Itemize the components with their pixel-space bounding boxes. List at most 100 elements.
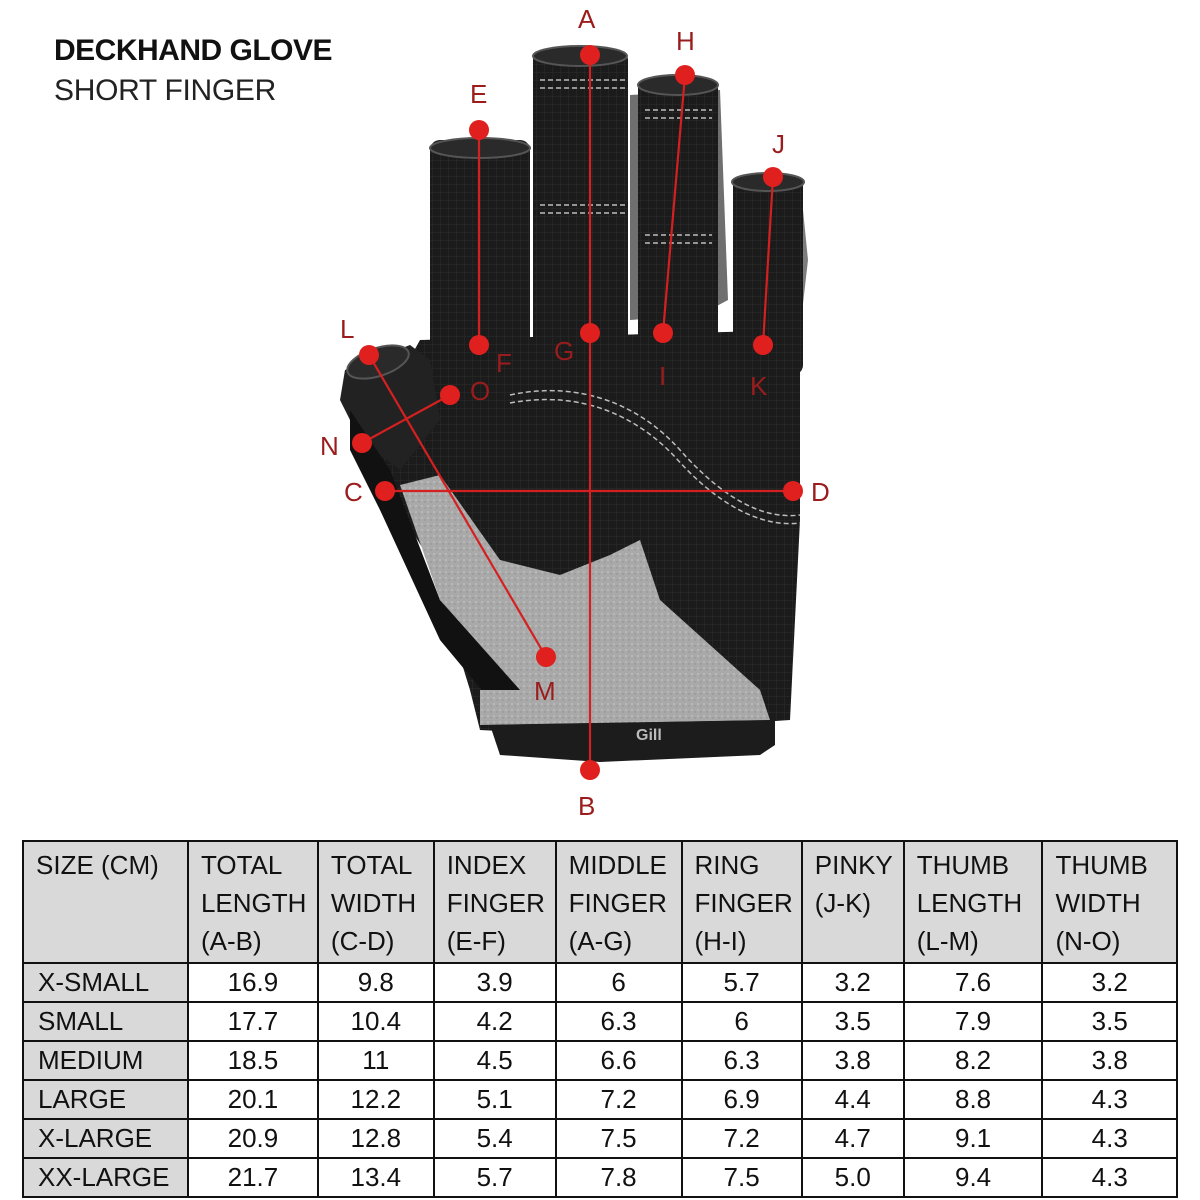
table-cell: 3.5 bbox=[1041, 1001, 1178, 1042]
marker-k bbox=[753, 335, 773, 355]
table-cell: 7.5 bbox=[554, 1118, 683, 1159]
table-cell: 4.2 bbox=[432, 1001, 557, 1042]
table-cell: 9.8 bbox=[316, 962, 435, 1003]
marker-m bbox=[536, 647, 556, 667]
table-cell: 7.9 bbox=[902, 1001, 1044, 1042]
table-cell: 7.5 bbox=[680, 1157, 803, 1198]
table-cell: 16.9 bbox=[186, 962, 319, 1003]
ring-finger bbox=[638, 78, 718, 378]
table-cell: 6 bbox=[554, 962, 683, 1003]
glove-illustration: Gill bbox=[340, 45, 808, 762]
table-row: LARGE 20.1 12.2 5.1 7.2 6.9 4.4 8.8 4.3 bbox=[22, 1079, 1178, 1120]
size-cell: LARGE bbox=[22, 1079, 189, 1120]
table-cell: 7.2 bbox=[680, 1118, 803, 1159]
table-cell: 3.8 bbox=[1041, 1040, 1178, 1081]
size-cell: XX-LARGE bbox=[22, 1157, 189, 1198]
table-cell: 5.7 bbox=[432, 1157, 557, 1198]
table-cell: 6.9 bbox=[680, 1079, 803, 1120]
label-o: O bbox=[470, 376, 490, 406]
marker-a bbox=[580, 45, 600, 65]
table-cell: 12.8 bbox=[316, 1118, 435, 1159]
table-row: MEDIUM 18.5 11 4.5 6.6 6.3 3.8 8.2 3.8 bbox=[22, 1040, 1178, 1081]
table-cell: 4.5 bbox=[432, 1040, 557, 1081]
middle-finger bbox=[533, 50, 628, 370]
marker-b bbox=[580, 760, 600, 780]
brand-logo: Gill bbox=[636, 727, 662, 744]
measurement-markers bbox=[352, 45, 803, 780]
marker-l bbox=[359, 345, 379, 365]
table-row: SMALL 17.7 10.4 4.2 6.3 6 3.5 7.9 3.5 bbox=[22, 1001, 1178, 1042]
label-c: C bbox=[344, 477, 363, 507]
table-cell: 4.3 bbox=[1041, 1157, 1178, 1198]
table-cell: 12.2 bbox=[316, 1079, 435, 1120]
marker-h bbox=[675, 65, 695, 85]
table-cell: 3.8 bbox=[800, 1040, 905, 1081]
glove-diagram: Gill A B C D bbox=[320, 4, 830, 821]
label-n: N bbox=[320, 431, 339, 461]
table-cell: 5.1 bbox=[432, 1079, 557, 1120]
table-cell: 17.7 bbox=[186, 1001, 319, 1042]
marker-e bbox=[469, 120, 489, 140]
marker-f bbox=[469, 335, 489, 355]
label-b: B bbox=[578, 791, 595, 821]
marker-c bbox=[375, 481, 395, 501]
table-cell: 9.4 bbox=[902, 1157, 1044, 1198]
label-h: H bbox=[676, 26, 695, 56]
table-cell: 4.7 bbox=[800, 1118, 905, 1159]
size-cell: MEDIUM bbox=[22, 1040, 189, 1081]
header-pinky: PINKY(J-K) bbox=[800, 840, 905, 964]
table-cell: 6 bbox=[680, 1001, 803, 1042]
table-cell: 5.7 bbox=[680, 962, 803, 1003]
table-cell: 3.9 bbox=[432, 962, 557, 1003]
table-cell: 18.5 bbox=[186, 1040, 319, 1081]
table-cell: 20.9 bbox=[186, 1118, 319, 1159]
table-row: X-LARGE 20.9 12.8 5.4 7.5 7.2 4.7 9.1 4.… bbox=[22, 1118, 1178, 1159]
table-cell: 6.3 bbox=[680, 1040, 803, 1081]
table-cell: 5.4 bbox=[432, 1118, 557, 1159]
table-cell: 5.0 bbox=[800, 1157, 905, 1198]
table-cell: 8.2 bbox=[902, 1040, 1044, 1081]
marker-g bbox=[580, 323, 600, 343]
marker-i bbox=[653, 323, 673, 343]
table-cell: 9.1 bbox=[902, 1118, 1044, 1159]
table-cell: 21.7 bbox=[186, 1157, 319, 1198]
table-cell: 11 bbox=[316, 1040, 435, 1081]
table-cell: 3.5 bbox=[800, 1001, 905, 1042]
table-row: XX-LARGE 21.7 13.4 5.7 7.8 7.5 5.0 9.4 4… bbox=[22, 1157, 1178, 1198]
table-cell: 3.2 bbox=[1041, 962, 1178, 1003]
table-cell: 7.2 bbox=[554, 1079, 683, 1120]
table-cell: 10.4 bbox=[316, 1001, 435, 1042]
size-cell: SMALL bbox=[22, 1001, 189, 1042]
marker-n bbox=[352, 433, 372, 453]
table-cell: 13.4 bbox=[316, 1157, 435, 1198]
label-d: D bbox=[811, 477, 830, 507]
label-i: I bbox=[659, 361, 666, 391]
table-cell: 20.1 bbox=[186, 1079, 319, 1120]
page-title: DECKHAND GLOVE bbox=[54, 34, 333, 67]
table-cell: 8.8 bbox=[902, 1079, 1044, 1120]
table-cell: 4.3 bbox=[1041, 1079, 1178, 1120]
label-k: K bbox=[750, 371, 768, 401]
size-cell: X-SMALL bbox=[22, 962, 189, 1003]
label-g: G bbox=[554, 336, 574, 366]
marker-o bbox=[440, 385, 460, 405]
table-cell: 4.4 bbox=[800, 1079, 905, 1120]
label-j: J bbox=[772, 129, 785, 159]
table-cell: 6.3 bbox=[554, 1001, 683, 1042]
marker-j bbox=[763, 167, 783, 187]
measurement-lines bbox=[361, 55, 793, 770]
table-cell: 3.2 bbox=[800, 962, 905, 1003]
label-f: F bbox=[496, 348, 512, 378]
table-cell: 6.6 bbox=[554, 1040, 683, 1081]
size-cell: X-LARGE bbox=[22, 1118, 189, 1159]
page-subtitle: SHORT FINGER bbox=[54, 74, 276, 107]
table-cell: 7.6 bbox=[902, 962, 1044, 1003]
